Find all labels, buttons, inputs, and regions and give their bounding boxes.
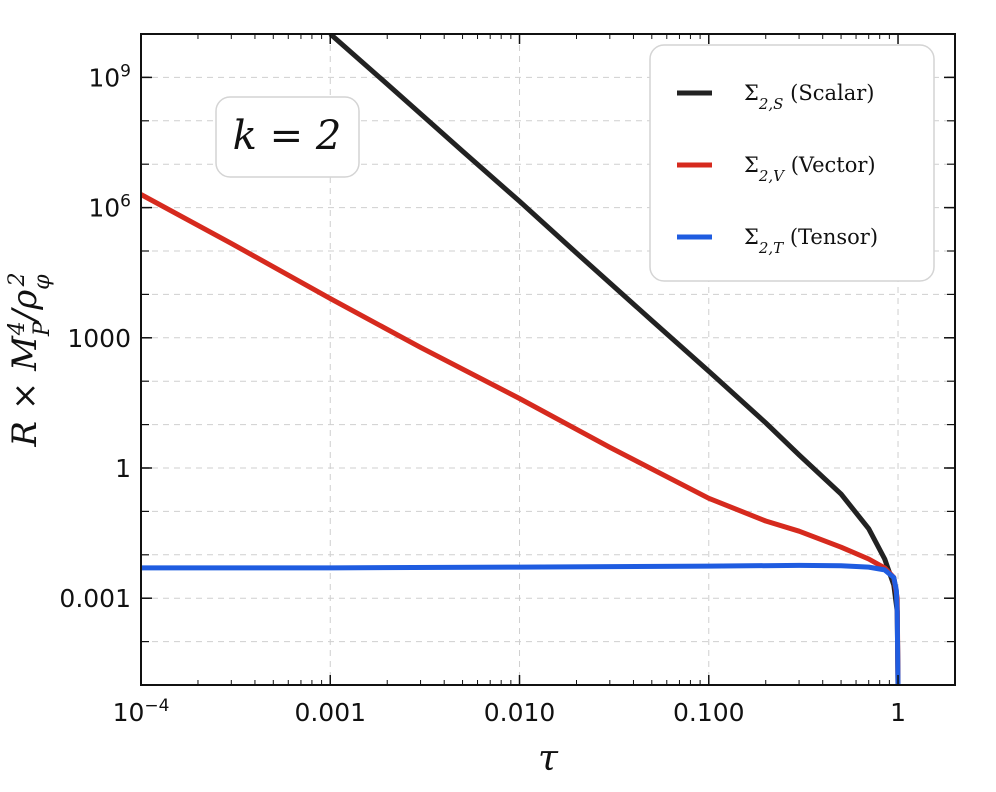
annotation-text: k = 2	[233, 113, 342, 159]
legend-label-2: Σ2,T (Tensor)	[744, 225, 878, 257]
legend-label-0: Σ2,S (Scalar)	[744, 81, 874, 113]
x-axis-label: τ	[538, 738, 559, 779]
y-tick-label: 109	[88, 61, 131, 92]
series-line-2	[141, 562, 901, 685]
annotation: k = 2	[215, 96, 360, 178]
annotation-box	[215, 96, 360, 178]
x-tick-label: 0.010	[484, 698, 556, 727]
y-tick-label: 106	[88, 192, 131, 223]
x-tick-label: 10−4	[113, 696, 170, 727]
y-tick-label: 1	[115, 454, 131, 483]
y-tick-label: 0.001	[59, 584, 131, 613]
x-tick-label: 0.001	[294, 698, 366, 727]
series-lines	[141, 34, 901, 685]
legend-box	[649, 44, 935, 282]
x-tick-label: 0.100	[673, 698, 745, 727]
y-tick-label: 1000	[67, 324, 131, 353]
axis-ticks: 10−4 0.001 0.010 0.100 1 0.001 1 1000 106 109	[59, 34, 955, 727]
legend-label-1: Σ2,V (Vector)	[744, 153, 876, 185]
y-axis-label: R × MP4/ρφ2	[5, 272, 55, 447]
legend: Σ2,S (Scalar) Σ2,V (Vector) Σ2,T (Tensor)	[649, 44, 935, 282]
x-tick-label: 1	[890, 698, 906, 727]
plot-frame	[140, 33, 956, 686]
